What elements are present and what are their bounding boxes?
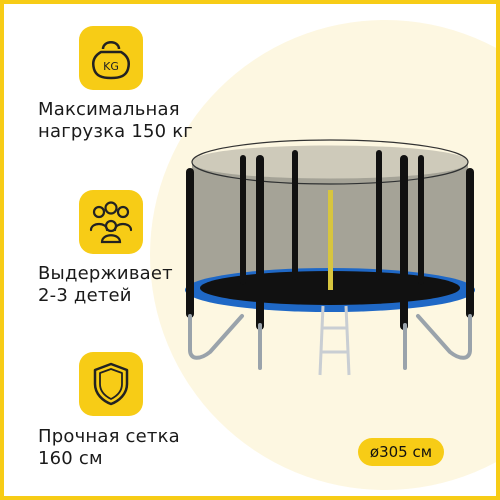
kettlebell-icon: KG bbox=[92, 41, 130, 80]
feature-label-line1: Максимальная bbox=[38, 99, 180, 120]
feature-label-line2: нагрузка 150 кг bbox=[38, 121, 193, 142]
kettlebell-icon-badge: KG bbox=[79, 26, 143, 90]
feature-label-line2: 2-3 детей bbox=[38, 285, 132, 306]
feature-label-line1: Выдерживает bbox=[38, 263, 173, 284]
diameter-badge: ø305 см bbox=[358, 438, 444, 466]
shield-icon-badge bbox=[79, 352, 143, 416]
feature-net-height: Прочная сетка 160 см bbox=[38, 426, 218, 470]
shield-icon bbox=[93, 362, 129, 406]
people-group-icon bbox=[89, 201, 133, 244]
people-icon-badge bbox=[79, 190, 143, 254]
feature-label-line1: Прочная сетка bbox=[38, 426, 180, 447]
feature-capacity: Выдерживает 2-3 детей bbox=[38, 263, 218, 307]
feature-max-load: Максимальная нагрузка 150 кг bbox=[38, 99, 218, 143]
trampoline-image bbox=[185, 139, 475, 376]
feature-label-line2: 160 см bbox=[38, 448, 103, 469]
kettlebell-text: KG bbox=[103, 60, 119, 73]
